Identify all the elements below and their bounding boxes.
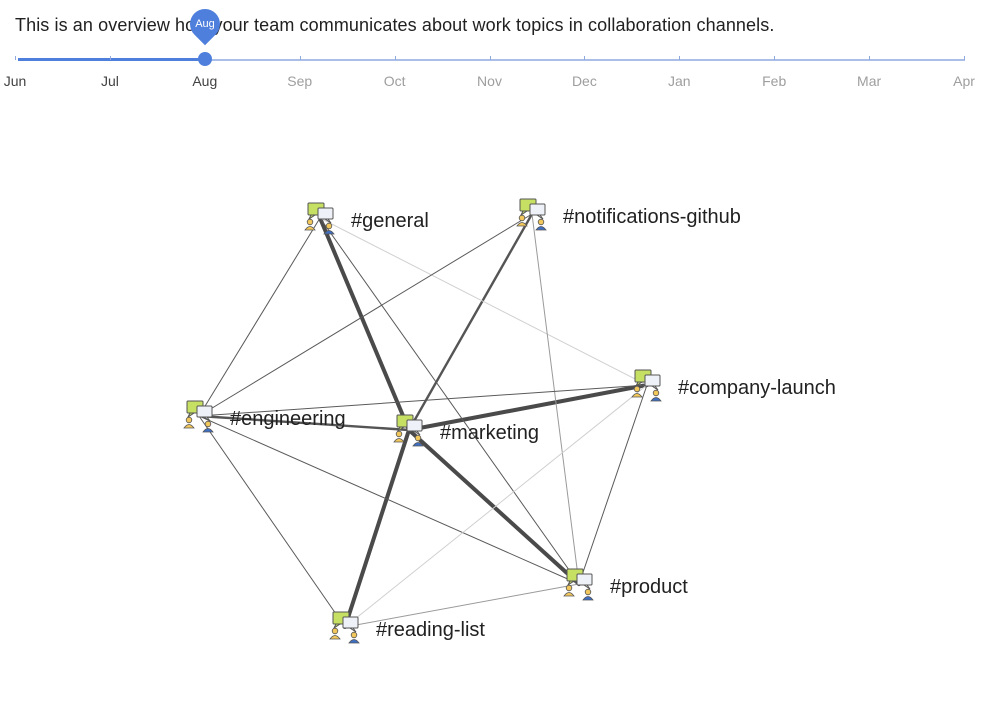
timeline-tick: [489, 56, 491, 60]
timeline-month-jun[interactable]: Jun: [3, 73, 27, 89]
timeline-month-jan[interactable]: Jan: [668, 73, 691, 89]
link-notifications-github-marketing: [407, 212, 534, 432]
timeline-tick: [299, 56, 301, 60]
link-notifications-github-product: [531, 213, 580, 585]
link-marketing-reading-list: [343, 428, 411, 629]
timeline-tick: [109, 56, 111, 60]
link-notifications-github-engineering: [198, 213, 533, 417]
channel-node-product[interactable]: #product: [563, 568, 688, 601]
channel-node-company-launch[interactable]: #company-launch: [631, 369, 836, 402]
channel-label: #notifications-github: [563, 206, 741, 228]
slider-value-label: Aug: [195, 18, 215, 30]
channel-icon: [329, 611, 360, 644]
channel-label: #engineering: [230, 408, 346, 430]
channel-label: #company-launch: [678, 377, 836, 399]
channel-node-reading-list[interactable]: #reading-list: [329, 611, 485, 644]
timeline-month-mar[interactable]: Mar: [857, 73, 882, 89]
link-general-marketing: [318, 216, 411, 432]
link-company-launch-product: [578, 384, 648, 585]
channel-icon: [183, 400, 214, 433]
link-engineering-marketing: [197, 414, 411, 432]
channel-node-engineering[interactable]: #engineering: [183, 400, 346, 433]
link-general-product: [319, 217, 580, 585]
channel-icon: [563, 568, 594, 601]
timeline-tick: [774, 56, 776, 60]
timeline-tick: [15, 56, 16, 60]
timeline-tick: [964, 56, 965, 60]
link-engineering-product: [198, 415, 580, 585]
timeline-tick: [679, 56, 681, 60]
timeline-tick: [394, 56, 396, 60]
channel-nodes: #general #notifications-github #company-la…: [183, 198, 836, 644]
link-company-launch-marketing: [407, 383, 649, 432]
channel-node-general[interactable]: #general: [304, 202, 429, 235]
timeline-month-jul[interactable]: Jul: [100, 73, 119, 89]
channel-icon: [304, 202, 335, 235]
link-company-launch-reading-list: [344, 384, 648, 628]
timeline-tick: [584, 56, 586, 60]
timeline-month-oct[interactable]: Oct: [383, 73, 406, 89]
link-general-company-launch: [319, 217, 648, 386]
timeline-month-aug[interactable]: Aug: [192, 73, 218, 89]
timeline-tick: [869, 56, 871, 60]
channel-label: #marketing: [440, 422, 539, 444]
timeline-month-sep[interactable]: Sep: [287, 73, 313, 89]
channel-icon: [516, 198, 547, 231]
slider-thumb[interactable]: [198, 52, 212, 66]
channel-node-marketing[interactable]: #marketing: [393, 414, 539, 447]
slider-track[interactable]: [18, 59, 965, 61]
timeline-month-dec[interactable]: Dec: [571, 73, 597, 89]
link-engineering-reading-list: [198, 415, 346, 628]
link-product-reading-list: [344, 583, 580, 628]
timeline-month-apr[interactable]: Apr: [953, 73, 975, 89]
timeline-month-nov[interactable]: Nov: [477, 73, 502, 89]
channel-icon: [631, 369, 662, 402]
channel-label: #general: [351, 210, 429, 232]
channel-label: #reading-list: [376, 619, 485, 641]
link-general-engineering: [198, 217, 321, 417]
channel-node-notifications-github[interactable]: #notifications-github: [516, 198, 741, 231]
link-engineering-company-launch: [198, 384, 648, 417]
slider-track-fill: [18, 58, 205, 61]
channel-label: #product: [610, 576, 688, 598]
timeline-month-feb[interactable]: Feb: [762, 73, 787, 89]
channel-links: [197, 212, 649, 629]
